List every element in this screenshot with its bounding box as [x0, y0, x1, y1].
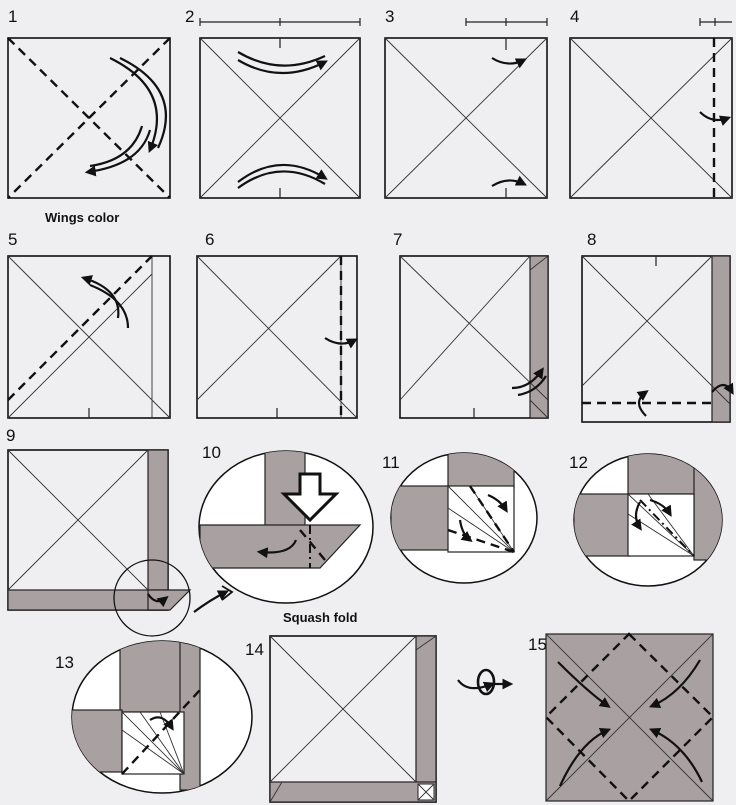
- step-1: 1 Wings color: [8, 7, 170, 225]
- step-9: 9: [6, 426, 232, 636]
- step-3: 3: [385, 7, 547, 198]
- step-number: 15: [528, 635, 547, 654]
- step-4: 4: [570, 7, 732, 198]
- step-number: 1: [8, 7, 17, 26]
- step-number: 8: [587, 230, 596, 249]
- colored-strip: [270, 782, 436, 802]
- step-13: 13: [55, 640, 252, 793]
- step-12: 12: [569, 450, 724, 586]
- step-number: 9: [6, 426, 15, 445]
- step-11: 11: [382, 450, 537, 583]
- colored-strip: [416, 636, 436, 802]
- fold-arrow: [110, 58, 157, 150]
- step-6: 6: [197, 230, 357, 418]
- step-number: 2: [185, 7, 194, 26]
- colored-strip: [712, 256, 730, 422]
- zoom-arrow: [194, 592, 226, 612]
- step-5: 5: [8, 230, 170, 418]
- step-number: 6: [205, 230, 214, 249]
- step-14: 14: [245, 636, 436, 802]
- step-15: 15: [528, 634, 713, 801]
- step-number: 10: [202, 443, 221, 462]
- step-number: 5: [8, 230, 17, 249]
- step-number: 13: [55, 653, 74, 672]
- step-8: 8: [582, 230, 732, 422]
- step-number: 12: [569, 453, 588, 472]
- step-2: 2: [185, 7, 360, 198]
- step-number: 4: [570, 7, 579, 26]
- colored-strip: [148, 450, 168, 610]
- turn-over-icon: [458, 670, 510, 694]
- step-number: 14: [245, 640, 264, 659]
- step-7: 7: [393, 230, 548, 418]
- step-number: 7: [393, 230, 402, 249]
- step-caption: Squash fold: [283, 610, 357, 625]
- step-caption: Wings color: [45, 210, 119, 225]
- colored-strip: [8, 590, 168, 610]
- paper-square: [582, 256, 730, 422]
- colored-strip: [530, 256, 548, 418]
- step-number: 3: [385, 7, 394, 26]
- step-number: 11: [382, 453, 400, 472]
